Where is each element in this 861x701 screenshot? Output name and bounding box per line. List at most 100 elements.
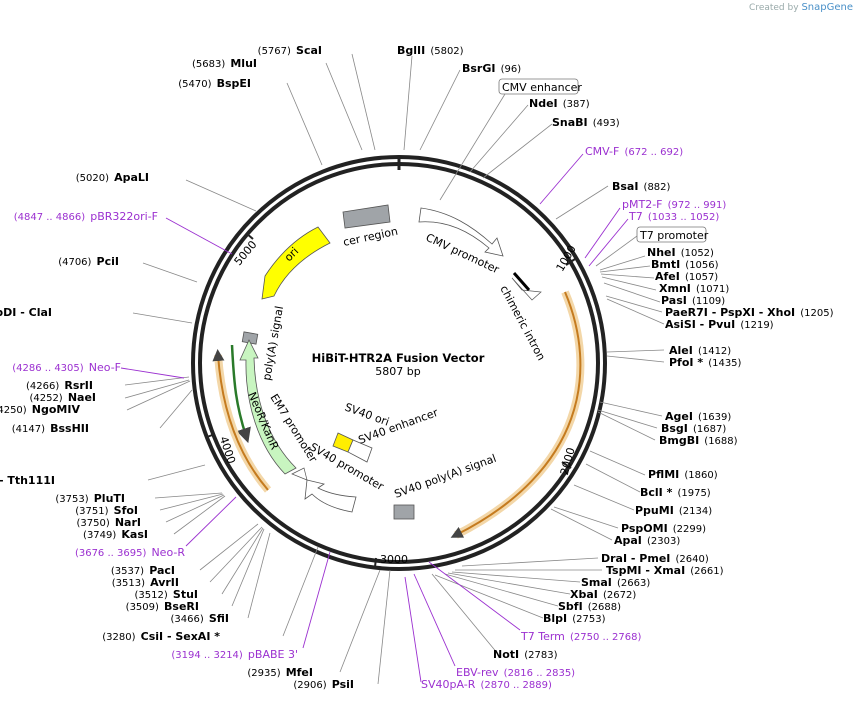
restriction-site: (3751) SfoI (75, 499, 138, 518)
site-label-35: PspOMI (2299) (621, 517, 706, 536)
site-position: (493) (593, 118, 620, 129)
site-name: DraI - PmeI (601, 552, 670, 565)
site-label-20: (4266) RsrII (26, 374, 93, 393)
site-position: (3509) (126, 602, 159, 613)
site-position: (2640) (675, 554, 708, 565)
site-name: RsrII (64, 379, 93, 392)
site-label-3: BsrGI (96) (462, 57, 521, 76)
site-label-11: AfeI (1057) (655, 270, 718, 283)
primer-label-4: (4286 .. 4305) Neo-F (12, 356, 121, 375)
restriction-site: XmnI (1071) (659, 277, 729, 296)
site-label-27: (3868) PflFI - Tth111I (0, 474, 55, 487)
site-name: SmaI (581, 576, 612, 589)
restriction-site: BsrGI (96) (462, 57, 521, 76)
restriction-site: NdeI (387) (529, 92, 590, 111)
site-name: BmgBI (659, 434, 699, 447)
site-name: NheI (647, 246, 676, 259)
site-position: (3749) (83, 530, 116, 541)
restriction-site: PspOMI (2299) (621, 517, 706, 536)
site-label-1: (5683) MluI (192, 57, 257, 70)
site-name: ApaLI (114, 171, 149, 184)
site-position: (2672) (603, 590, 636, 601)
restriction-site: BsgI (1687) (661, 417, 726, 436)
site-label-18: AleI (1412) (669, 344, 731, 357)
site-name: PluTI (94, 492, 125, 505)
site-label-26: BmgBI (1688) (659, 434, 738, 447)
site-position: (96) (501, 64, 522, 75)
site-label-33: (3749) KasI (83, 528, 148, 541)
site-position: (1052) (681, 248, 714, 259)
site-position: (3512) (135, 590, 168, 601)
restriction-site: BglII (5802) (397, 39, 464, 58)
site-label-30: (3753) PluTI (55, 487, 125, 506)
site-name: ScaI (296, 44, 322, 57)
site-name: MluI (230, 57, 257, 70)
primer-label-5: (3676 .. 3695) Neo-R (75, 541, 185, 560)
site-name: MfeI (286, 666, 313, 679)
restriction-site: (3750) NarI (76, 511, 141, 530)
snapgene-logo: SnapGene (801, 2, 853, 13)
restriction-site: PaeR7I - PspXI - XhoI (1205) (665, 301, 834, 320)
site-name: BspDI - ClaI (0, 306, 52, 319)
site-label-34: PpuMI (2134) (635, 499, 712, 518)
intron-mark (512, 272, 531, 291)
site-name: PciI (97, 255, 119, 268)
site-label-46: SbfI (2688) (558, 600, 621, 613)
site-name: NotI (493, 648, 519, 661)
restriction-site: ApaI (2303) (614, 529, 680, 548)
restriction-site: BsaI (882) (612, 175, 671, 194)
restriction-site: BclI * (1975) (640, 481, 711, 500)
site-label-9: NheI (1052) (647, 241, 714, 260)
site-label-36: ApaI (2303) (614, 529, 680, 548)
site-position: (1056) (685, 260, 718, 271)
restriction-site: XbaI (2672) (570, 583, 636, 602)
cer-region-feature (342, 204, 391, 229)
site-name: AfeI (655, 270, 680, 283)
restriction-site: (4266) RsrII (26, 374, 93, 393)
primer-leaders (120, 153, 629, 683)
restriction-site: BlpI (2753) (543, 607, 606, 626)
site-position: (5767) (258, 46, 291, 57)
site-label-6: SnaBI (493) (552, 116, 620, 129)
site-label-12: XmnI (1071) (659, 277, 729, 296)
site-name: XmnI (659, 282, 691, 295)
site-name: AgeI (665, 410, 693, 423)
cmv-enhancer-box (498, 78, 579, 95)
chimeric-intron-feature (511, 277, 542, 301)
site-position: (1071) (696, 284, 729, 295)
site-label-44: SmaI (2663) (581, 576, 650, 589)
t7-promoter-label: T7 promoter (639, 229, 709, 242)
site-name: TspMI - XmaI (606, 564, 685, 577)
restriction-site: (3753) PluTI (55, 487, 125, 506)
site-name: PflFI - Tth111I (0, 474, 55, 487)
site-leaders (124, 53, 665, 685)
primer-labels: CMV-F (672 .. 692)pMT2-F (972 .. 991)T7 … (12, 145, 726, 692)
neor-feature (239, 339, 297, 475)
restriction-site: NheI (1052) (647, 241, 714, 260)
primer-label-3: (4847 .. 4866) pBR322ori-F (14, 205, 158, 224)
restriction-site: (4706) PciI (58, 250, 119, 269)
svg-text:5000: 5000 (232, 238, 260, 268)
primer-label-1: pMT2-F (972 .. 991) (622, 193, 726, 212)
site-position: (2783) (524, 650, 557, 661)
restriction-site: DraI - PmeI (2640) (601, 547, 709, 566)
site-label-0: (5767) ScaI (258, 44, 322, 57)
primer-label-9: SV40pA-R (2870 .. 2889) (421, 673, 552, 692)
site-position: (3280) (102, 632, 135, 643)
site-name: PaeR7I - PspXI - XhoI (665, 306, 795, 319)
site-name: AleI (669, 344, 693, 357)
site-label-49: NotI (2783) (493, 648, 558, 661)
restriction-site: (5470) BspEI (178, 72, 251, 91)
restriction-site: (2906) PsiI (293, 673, 354, 692)
t7-promoter-leader (595, 235, 638, 267)
site-name: BseRI (164, 600, 199, 613)
credit-text: Created by (749, 3, 799, 13)
cmv-promoter-label: CMV promoter (424, 231, 502, 276)
restriction-site: (3509) BseRI (126, 595, 199, 614)
site-name: BclI * (640, 486, 673, 499)
restriction-site: PpuMI (2134) (635, 499, 712, 518)
site-position: (2661) (690, 566, 723, 577)
site-name: SfiI (209, 612, 229, 625)
site-name: StuI (173, 588, 198, 601)
